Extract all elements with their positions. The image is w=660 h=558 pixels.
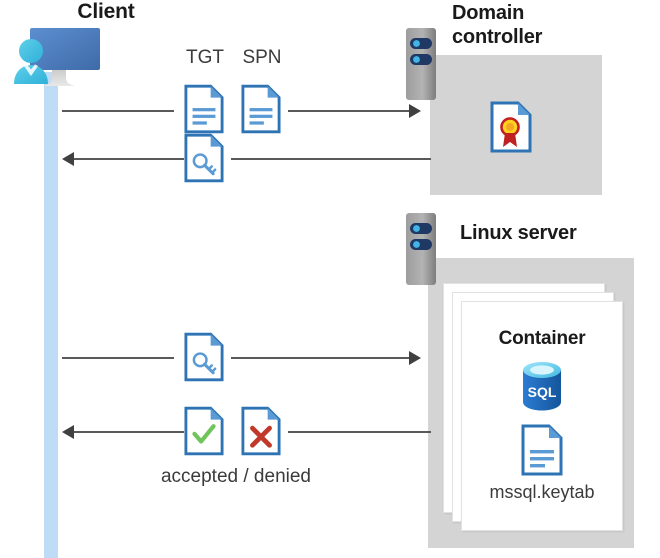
accepted-denied-caption: accepted / denied xyxy=(160,466,311,487)
spn-document-icon xyxy=(241,84,281,139)
domain-controller-server-rack-icon xyxy=(406,28,436,100)
domain-controller-title-line1: Domain xyxy=(452,2,525,24)
linux-server-rack-icon xyxy=(406,213,436,285)
tgt-label: TGT xyxy=(186,47,224,68)
linux-server-title: Linux server xyxy=(460,222,577,244)
message-4-arrowhead xyxy=(62,425,74,439)
message-1-line-left xyxy=(62,110,174,112)
message-3-line-left xyxy=(62,357,174,359)
service-ticket-key-document-icon-1 xyxy=(184,133,224,188)
client-title: Client xyxy=(77,0,135,23)
container-card-stack: Container xyxy=(443,283,623,531)
keytab-document-icon xyxy=(521,424,563,481)
container-title: Container xyxy=(498,328,586,349)
sql-database-icon: SQL xyxy=(520,360,564,417)
client-computer-icon xyxy=(8,22,120,94)
certificate-document-icon xyxy=(490,101,532,158)
message-4-line-right xyxy=(288,431,431,433)
message-2-line-left xyxy=(74,158,184,160)
message-3-arrowhead xyxy=(409,351,421,365)
container-card-front: Container xyxy=(461,301,623,531)
svg-text:SQL: SQL xyxy=(528,384,557,400)
message-1-arrowhead xyxy=(409,104,421,118)
spn-label: SPN xyxy=(242,47,282,68)
message-3-line-right xyxy=(231,357,410,359)
keytab-filename-label: mssql.keytab xyxy=(489,482,595,502)
denied-cross-document-icon xyxy=(241,406,281,461)
domain-controller-title-line2: controller xyxy=(452,25,543,48)
accepted-check-document-icon xyxy=(184,406,224,461)
service-ticket-key-document-icon-2 xyxy=(184,332,224,387)
domain-controller-title: Domain controller xyxy=(452,2,632,49)
message-2-line-right xyxy=(231,158,431,160)
message-4-line-left xyxy=(74,431,184,433)
tgt-document-icon xyxy=(184,84,224,139)
message-2-arrowhead xyxy=(62,152,74,166)
message-1-line-right xyxy=(288,110,410,112)
client-lifeline xyxy=(44,72,58,558)
